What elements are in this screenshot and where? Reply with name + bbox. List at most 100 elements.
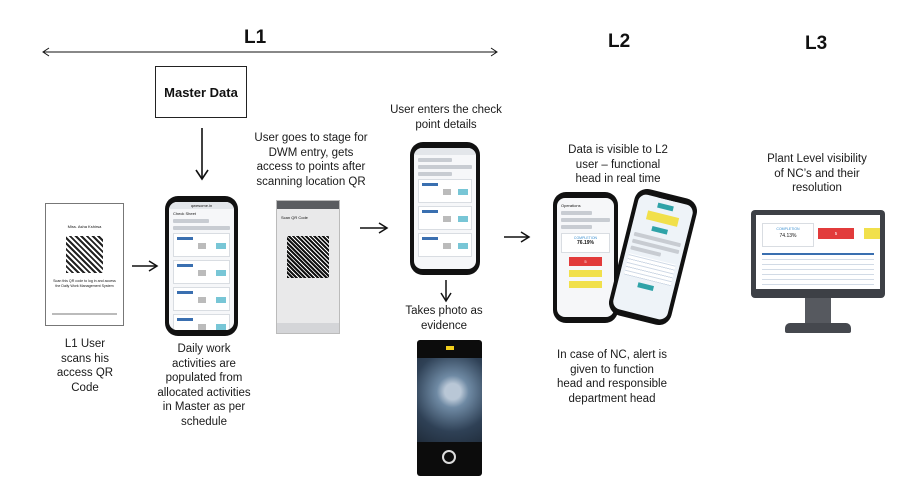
check-point-card xyxy=(418,233,472,257)
l2-detail-yellow xyxy=(645,210,680,227)
caption-line: point details xyxy=(415,118,477,131)
caption-line: scanning location QR xyxy=(256,175,366,188)
phone-daily-activities: qwesome.in Check Sheet xyxy=(165,196,238,336)
caption-line: Plant Level visibility xyxy=(767,153,867,165)
shutter-button[interactable] xyxy=(442,450,456,464)
level-l1-label: L1 xyxy=(244,27,267,48)
caption-check-point: User enters the check point details xyxy=(382,103,510,132)
caption-line: Data is visible to L2 xyxy=(568,144,668,156)
caption-stage-entry: User goes to stage for DWM entry, gets a… xyxy=(246,131,376,189)
activity-card xyxy=(173,233,230,257)
caption-line: scans his xyxy=(61,352,109,365)
phone-screen xyxy=(414,148,476,269)
phone-notch xyxy=(434,144,456,148)
caption-line: User enters the check xyxy=(390,104,502,116)
l2-warning-yellow xyxy=(569,281,602,288)
scan-qr-title: Scan QR Code xyxy=(281,215,308,220)
activity-card xyxy=(173,260,230,284)
caption-line: given to function xyxy=(570,363,654,376)
caption-line: access to points after xyxy=(256,161,366,173)
scanner-footer xyxy=(277,323,339,333)
caption-line: DWM entry, gets xyxy=(268,146,354,159)
monitor-base xyxy=(785,323,851,333)
qr-access-card: Miss. Asha Kshirsa Scan this QR code to … xyxy=(45,203,124,326)
l3-completion-card: COMPLETION 74.13% xyxy=(762,223,814,247)
phone-notch xyxy=(574,194,597,198)
l2-detail-teal xyxy=(637,282,654,291)
scanner-header xyxy=(277,201,339,209)
caption-scan-qr: L1 User scans his access QR Code xyxy=(44,337,126,395)
l3-alert-red: 5 xyxy=(818,228,854,239)
caption-l2-visible: Data is visible to L2 user – functional … xyxy=(556,143,680,187)
caption-line: department head xyxy=(568,392,656,405)
phone-screen: qwesome.in Check Sheet xyxy=(169,202,234,330)
caption-line: allocated activities xyxy=(157,386,251,399)
check-sheet-title: Check Sheet xyxy=(173,211,196,216)
caption-line: activities are xyxy=(172,357,236,370)
caption-nc-alert: In case of NC, alert is given to functio… xyxy=(548,348,676,406)
caption-line: resolution xyxy=(792,182,842,194)
l2-alert-red: 5 xyxy=(569,257,602,266)
qr-code-image xyxy=(66,236,103,273)
down-arrow-photo xyxy=(440,280,452,303)
monitor-neck xyxy=(805,298,831,326)
l2-completion-label: COMPLETION xyxy=(573,236,598,240)
master-down-arrow xyxy=(195,128,209,181)
caption-line: head and responsible xyxy=(557,378,667,390)
caption-line: in Master as per xyxy=(162,401,246,413)
check-point-card xyxy=(418,206,472,230)
l2-detail-table xyxy=(623,253,676,287)
caption-photo: Takes photo as evidence xyxy=(392,304,496,333)
caption-line: User goes to stage for xyxy=(254,132,368,144)
activity-card xyxy=(173,314,230,330)
caption-line: access QR xyxy=(56,367,114,379)
caption-line: evidence xyxy=(420,319,468,332)
phone-notch xyxy=(190,198,213,202)
l3-table xyxy=(762,253,874,285)
l2-detail-teal xyxy=(657,202,674,212)
l2-completion-card: COMPLETION 76.19% xyxy=(561,233,610,253)
phone-check-point-details xyxy=(410,142,480,275)
right-arrow-1 xyxy=(132,260,159,272)
caption-daily-activities: Daily work activities are populated from… xyxy=(147,342,261,429)
phone-l2-detail xyxy=(606,186,700,328)
caption-line: L1 User xyxy=(64,338,106,350)
phone-header: qwesome.in xyxy=(169,202,234,209)
location-qr-scanner-screen: Scan QR Code xyxy=(276,200,340,334)
location-qr-code xyxy=(287,236,329,278)
phone-screen: Operations COMPLETION 76.19% 5 xyxy=(557,198,614,317)
phone-l2-dashboard: Operations COMPLETION 76.19% 5 xyxy=(553,192,618,323)
monitor-bezel: COMPLETION 74.13% 5 xyxy=(751,210,885,298)
phone-header xyxy=(414,148,476,155)
activity-card xyxy=(173,287,230,311)
caption-line: head in real time xyxy=(575,173,661,185)
right-arrow-3 xyxy=(504,231,531,243)
caption-line: Daily work xyxy=(177,343,231,355)
caption-plant-visibility: Plant Level visibility of NC’s and their… xyxy=(752,152,882,196)
l2-detail-teal xyxy=(651,225,669,235)
camera-evidence-screen xyxy=(417,340,482,476)
right-arrow-2 xyxy=(360,222,389,234)
caption-line: populated from xyxy=(165,372,243,384)
l2-completion-percent: 76.19% xyxy=(577,240,594,246)
camera-mode-indicator xyxy=(446,346,454,350)
l1-span-arrow xyxy=(42,47,498,57)
level-l2-label: L2 xyxy=(608,31,631,52)
caption-line: In case of NC, alert is xyxy=(557,349,667,361)
monitor-screen: COMPLETION 74.13% 5 xyxy=(756,215,880,289)
check-point-card xyxy=(418,179,472,203)
caption-line: schedule xyxy=(180,415,228,428)
camera-preview xyxy=(417,358,482,442)
l3-completion-label: COMPLETION xyxy=(776,227,800,231)
phone-screen xyxy=(611,192,695,322)
qr-card-title: Miss. Asha Kshirsa xyxy=(67,224,102,229)
master-data-label: Master Data xyxy=(164,84,238,100)
level-l3-label: L3 xyxy=(805,33,828,54)
l2-warning-yellow xyxy=(569,270,602,277)
l2-title: Operations xyxy=(561,203,581,208)
caption-line: user – functional xyxy=(575,158,661,171)
caption-line: Code xyxy=(71,381,99,394)
master-data-box: Master Data xyxy=(155,66,247,118)
l3-completion-percent: 74.13% xyxy=(779,233,797,239)
qr-card-footer xyxy=(52,313,117,315)
